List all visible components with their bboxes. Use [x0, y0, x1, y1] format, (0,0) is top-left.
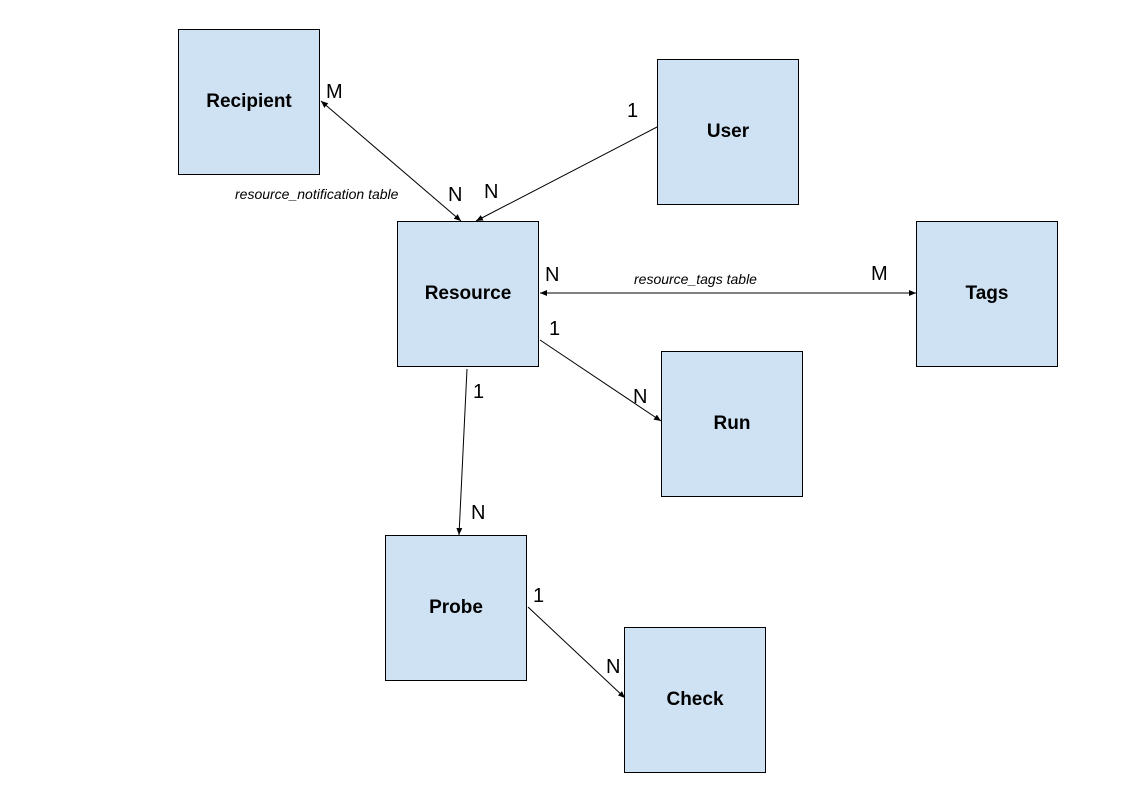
user-resource-line: [475, 126, 658, 222]
entity-resource-label: Resource: [424, 283, 512, 304]
probe-check-line: [527, 606, 626, 699]
cardinality-resource-recipient: N: [448, 184, 462, 206]
cardinality-resource-probe: 1: [473, 381, 484, 403]
entity-user-label: User: [706, 121, 750, 142]
entity-resource: Resource: [397, 221, 539, 367]
entity-recipient-label: Recipient: [206, 91, 292, 112]
resource-probe-line: [456, 368, 468, 536]
entity-tags-label: Tags: [965, 283, 1009, 304]
entity-user: User: [657, 59, 799, 205]
cardinality-resource-tags: N: [545, 264, 559, 286]
cardinality-probe: N: [471, 502, 485, 524]
entity-run-label: Run: [713, 413, 751, 434]
cardinality-user: 1: [627, 100, 638, 122]
entity-check-label: Check: [666, 689, 724, 710]
entity-run: Run: [661, 351, 803, 497]
cardinality-probe-check: 1: [533, 585, 544, 607]
cardinality-resource-user: N: [484, 181, 498, 203]
cardinality-check: N: [606, 656, 620, 678]
cardinality-resource-run: 1: [549, 318, 560, 340]
entity-check: Check: [624, 627, 766, 773]
entity-probe: Probe: [385, 535, 527, 681]
resource-notification-table-label: resource_notification table: [235, 186, 399, 202]
entity-probe-label: Probe: [429, 597, 483, 618]
cardinality-recipient: M: [326, 81, 343, 103]
entity-recipient: Recipient: [178, 29, 320, 175]
entity-tags: Tags: [916, 221, 1058, 367]
resource-tags-table-label: resource_tags table: [634, 271, 757, 287]
cardinality-run: N: [633, 386, 647, 408]
resource-run-line: [539, 339, 662, 422]
cardinality-tags: M: [871, 263, 888, 285]
recipient-resource-line: [320, 100, 462, 222]
